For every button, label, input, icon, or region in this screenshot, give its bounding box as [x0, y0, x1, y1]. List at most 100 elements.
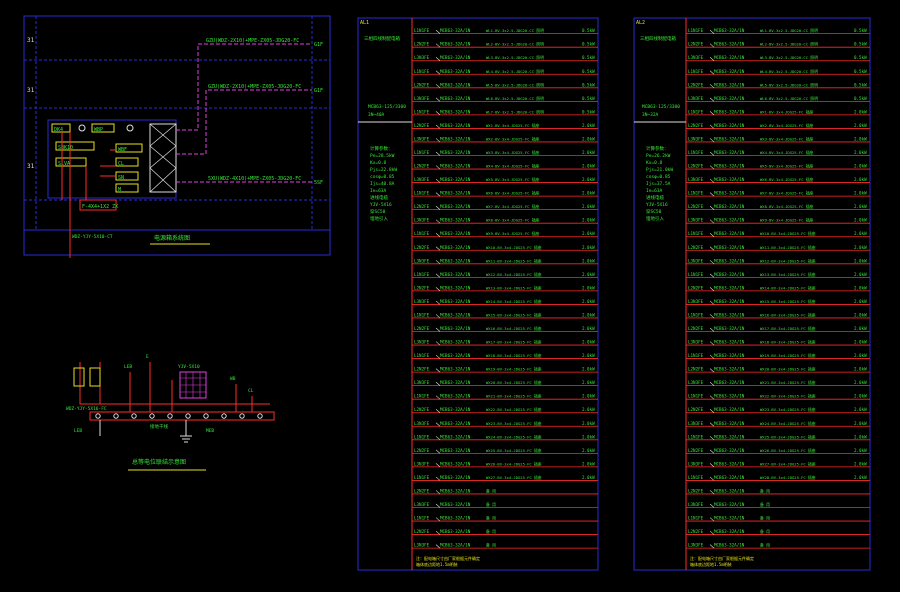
circuit-phase: L2N2FE: [414, 123, 430, 128]
circuit-load: 2.0kW: [582, 461, 595, 466]
circuit-cable: WX17-BV-3x4-JDG25-FC 插座: [760, 326, 816, 331]
circuit-phase: L3N3FE: [688, 461, 704, 466]
switch-symbol-icon: [435, 476, 441, 481]
circuit-phase: L1N1FE: [688, 353, 704, 358]
circuit-breaker: MCB63-32A/1N: [440, 82, 471, 87]
circuit-cable: WX7-BV-3x4-JDG25-FC 插座: [760, 191, 814, 196]
circuit-breaker: MCB63-32A/1N: [440, 448, 471, 453]
circuit-phase: L2N2FE: [688, 488, 704, 493]
busbar-terminal-icon: [185, 413, 191, 419]
circuit-phase: L1N1FE: [688, 434, 704, 439]
circuit-load: 2.0kW: [582, 312, 595, 317]
circuit-load: 2.0kW: [854, 191, 867, 196]
circuit-load: 2.0kW: [582, 136, 595, 141]
circuit-load: 2.0kW: [854, 326, 867, 331]
circuit-phase: L2N2FE: [414, 529, 430, 534]
switch-symbol-icon: [709, 138, 715, 143]
param-line: Pjs=22.8kW: [370, 167, 397, 173]
component-box: [51, 123, 71, 133]
circuit-breaker: MCB63-32A/1N: [440, 258, 471, 263]
circuit-cable: WX26-BV-3x4-JDG25-FC 插座: [760, 448, 816, 453]
circuit-phase: L1N1FE: [688, 109, 704, 114]
circuit-phase: L1N1FE: [414, 231, 430, 236]
circuit-load: 0.5kW: [854, 42, 867, 47]
circuit-load: 2.0kW: [582, 353, 595, 358]
circuit-phase: L2N2FE: [414, 245, 430, 250]
switch-symbol-icon: [435, 57, 441, 61]
switch-symbol-icon: [435, 273, 441, 278]
panel-c-title: AL1: [360, 20, 369, 26]
component-box: [79, 199, 117, 211]
param-line: Ie=63A: [370, 188, 387, 194]
circuit-phase: L3N3FE: [414, 218, 430, 223]
switch-symbol-icon: [435, 192, 441, 197]
switch-symbol-icon: [435, 327, 441, 332]
panel-c-incomer: 3N~40A: [368, 112, 385, 118]
circuit-breaker: MCB63-32A/1N: [440, 136, 471, 141]
panel-c-footnote: 注：配电箱尺寸由厂家根据元件确定: [416, 555, 480, 561]
circuit-cable: WL5-BV-3x2.5-JDG20-CC 照明: [760, 82, 818, 87]
circuit-phase: L1N1FE: [688, 272, 704, 277]
circuit-phase: L2N2FE: [414, 42, 430, 47]
circuit-cable: 备 用: [760, 488, 770, 493]
circuit-cable: WL4-BV-3x2.5-JDG20-CC 照明: [486, 69, 544, 74]
circuit-cable: WX20-BV-3x4-JDG25-FC 插座: [760, 367, 816, 372]
circuit-phase: L3N3FE: [688, 421, 704, 426]
circuit-cable: WX25-BV-3x4-JDG25-FC 插座: [760, 434, 816, 439]
switch-symbol-icon: [709, 29, 715, 34]
circuit-load: 2.0kW: [582, 448, 595, 453]
panel-d-params: 计算参数：Pe=26.2kWKx=0.8Pjs=21.0kWcosφ=0.85I…: [646, 145, 673, 222]
circuit-phase: L3N3FE: [688, 55, 704, 60]
circuit-breaker: MCB63-32A/1N: [440, 367, 471, 372]
circuit-breaker: MCB63-32A/1N: [440, 69, 471, 74]
switch-symbol-icon: [709, 314, 715, 319]
circuit-cable: WL6-BV-3x2.5-JDG20-CC 照明: [486, 96, 544, 101]
switch-symbol-icon: [709, 395, 715, 400]
circuit-phase: L3N3FE: [414, 461, 430, 466]
circuit-cable: WX12-BV-3x4-JDG25-FC 插座: [760, 258, 816, 263]
bus-label: MEB: [206, 428, 214, 434]
circuit-phase: L1N1FE: [414, 150, 430, 155]
circuit-breaker: MCB63-32A/1N: [714, 218, 745, 223]
circuit-load: 0.5kW: [582, 82, 595, 87]
circuit-breaker: MCB63-32A/1N: [714, 82, 745, 87]
circuit-phase: L2N2FE: [414, 164, 430, 169]
circuit-load: 2.0kW: [854, 407, 867, 412]
breaker-symbol-icon: [78, 124, 86, 132]
circuit-load: 0.5kW: [582, 96, 595, 101]
circuit-breaker: MCB63-32A/1N: [714, 434, 745, 439]
switch-symbol-icon: [435, 395, 441, 400]
circuit-load: 2.0kW: [582, 421, 595, 426]
circuit-load: 0.5kW: [582, 28, 595, 33]
switch-symbol-icon: [709, 124, 715, 129]
circuit-breaker: MCB63-32A/1N: [714, 326, 745, 331]
circuit-load: 2.0kW: [582, 367, 595, 372]
circuit-breaker: MCB63-32A/1N: [714, 231, 745, 236]
circuit-cable: 备 用: [486, 529, 496, 534]
circuit-cable: WX5-BV-3x4-JDG25-FC 插座: [486, 177, 540, 182]
circuit-load: 2.0kW: [854, 421, 867, 426]
power-box-diagram: 31 31 31 DK4 WBP SBK10 SLVA WBF CL SN M …: [23, 15, 331, 258]
circuit-phase: L1N1FE: [414, 28, 430, 33]
circuit-breaker: MCB63-32A/1N: [440, 245, 471, 250]
circuit-phase: L3N3FE: [414, 96, 430, 101]
feeder-lines: [176, 43, 312, 183]
circuit-load: 2.0kW: [854, 434, 867, 439]
switch-symbol-icon: [709, 422, 715, 427]
circuit-load: 2.0kW: [582, 204, 595, 209]
circuit-phase: L2N2FE: [688, 285, 704, 290]
circuit-breaker: MCB63-32A/1N: [440, 285, 471, 290]
circuit-breaker: MCB63-32A/1N: [440, 340, 471, 345]
circuit-breaker: MCB63-32A/1N: [714, 96, 745, 101]
param-line: 计算参数：: [646, 145, 669, 152]
component-label: SLVA: [58, 161, 70, 167]
bonding-label: E: [146, 354, 149, 360]
param-line: Kx=0.8: [646, 160, 663, 166]
panel-b-caption: 总等电位联结示意图: [132, 458, 186, 466]
circuit-phase: L1N1FE: [414, 353, 430, 358]
param-line: 穿SC50: [370, 208, 386, 215]
circuit-cable: WX25-BV-3x4-JDG25-FC 插座: [486, 448, 542, 453]
panel-d-incomer: 3N~32A: [642, 112, 659, 118]
circuit-load: 2.0kW: [854, 312, 867, 317]
